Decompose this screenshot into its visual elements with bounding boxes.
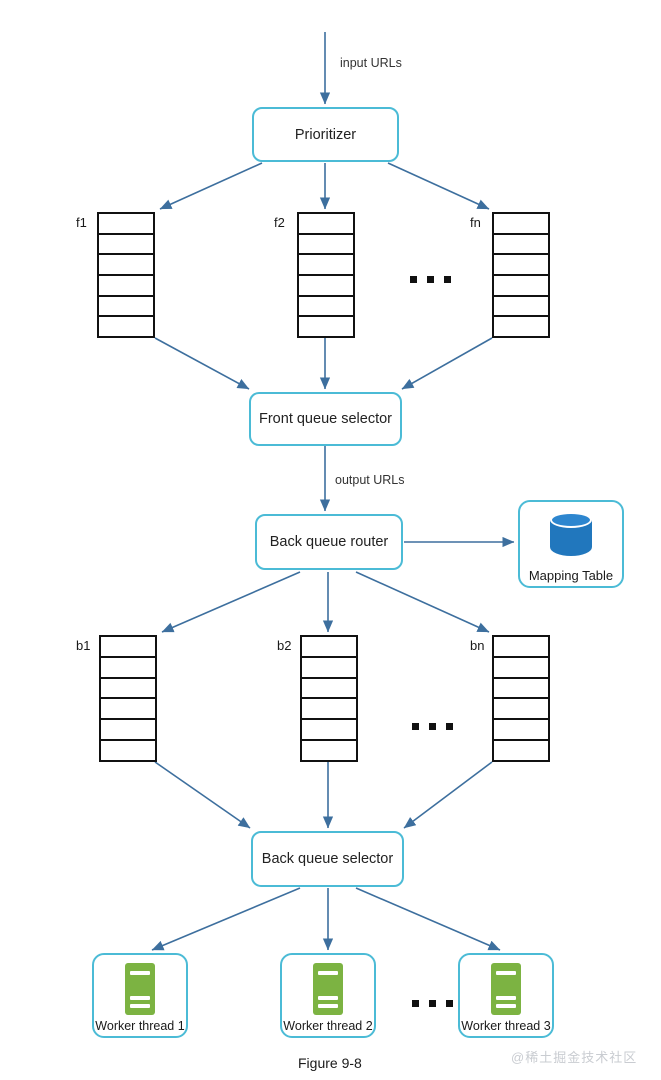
front-queue-fn[interactable] [492,212,550,338]
worker-thread-2[interactable]: Worker thread 2 [280,953,376,1038]
node-back-queue-router-label: Back queue router [269,534,389,550]
server-icon [491,963,521,1015]
arrow-router-to-b1 [161,571,301,633]
front-queue-f2[interactable] [297,212,355,338]
queue-cell [302,637,356,658]
queue-cell [302,741,356,760]
node-front-queue-selector[interactable]: Front queue selector [249,392,402,446]
node-front-queue-selector-label: Front queue selector [259,411,392,427]
node-back-queue-router[interactable]: Back queue router [255,514,403,570]
figure-caption: Figure 9-8 [298,1055,362,1071]
queue-cell [494,214,548,235]
worker-ellipsis [412,1000,453,1007]
edge-label-output-urls: output URLs [335,473,405,487]
arrow-back-selector-to-worker1 [151,887,301,951]
watermark: @稀土掘金技术社区 [511,1050,638,1065]
queue-cell [299,234,353,256]
queue-cell [99,317,153,337]
arrow-prioritizer-to-fn [387,162,490,210]
arrow-router-to-bn [355,571,490,633]
queue-cell [299,214,353,235]
worker-thread-3[interactable]: Worker thread 3 [458,953,554,1038]
queue-cell [299,255,353,277]
queue-cell [494,657,548,679]
server-icon [313,963,343,1015]
arrow-f1-to-front-selector [154,337,250,390]
queue-cell [302,720,356,742]
queue-label-b1: b1 [76,638,91,653]
queue-cell [299,276,353,297]
queue-cell [494,317,548,337]
worker-thread-2-label: Worker thread 2 [283,1019,373,1033]
arrow-b1-to-back-selector [154,761,251,829]
queue-label-fn: fn [470,215,481,230]
back-queue-b1[interactable] [99,635,157,762]
queue-cell [99,234,153,256]
front-queue-f1[interactable] [97,212,155,338]
worker-thread-1-label: Worker thread 1 [95,1019,185,1033]
queue-cell [101,741,155,760]
queue-cell [99,276,153,297]
server-icon [125,963,155,1015]
queue-cell [101,657,155,679]
queue-cell [99,255,153,277]
queue-cell [494,255,548,277]
front-queue-ellipsis [410,276,451,283]
queue-label-f2: f2 [274,215,285,230]
node-back-queue-selector[interactable]: Back queue selector [251,831,404,887]
queue-cell [302,699,356,721]
queue-cell [494,678,548,700]
worker-thread-3-label: Worker thread 3 [461,1019,551,1033]
node-back-queue-selector-label: Back queue selector [261,851,394,867]
queue-cell [99,296,153,318]
queue-label-b2: b2 [277,638,292,653]
database-icon [550,512,592,562]
arrow-fn-to-front-selector [401,337,493,390]
node-prioritizer-label: Prioritizer [294,126,357,143]
back-queue-bn[interactable] [492,635,550,762]
worker-thread-1[interactable]: Worker thread 1 [92,953,188,1038]
back-queue-ellipsis [412,723,453,730]
queue-cell [494,720,548,742]
queue-cell [101,678,155,700]
arrow-prioritizer-to-f1 [159,162,263,210]
queue-cell [101,699,155,721]
queue-cell [99,214,153,235]
queue-cell [494,234,548,256]
back-queue-b2[interactable] [300,635,358,762]
edge-label-input-urls: input URLs [340,56,402,70]
queue-cell [302,657,356,679]
arrow-bn-to-back-selector [403,761,493,829]
queue-label-bn: bn [470,638,485,653]
queue-cell [494,296,548,318]
queue-cell [494,699,548,721]
queue-cell [494,276,548,297]
queue-cell [494,637,548,658]
queue-cell [299,296,353,318]
node-mapping-table-label: Mapping Table [528,568,614,583]
queue-cell [299,317,353,337]
queue-cell [101,720,155,742]
queue-cell [494,741,548,760]
node-mapping-table[interactable]: Mapping Table [518,500,624,588]
arrow-back-selector-to-worker3 [355,887,501,951]
node-prioritizer[interactable]: Prioritizer [252,107,399,162]
queue-cell [302,678,356,700]
queue-label-f1: f1 [76,215,87,230]
queue-cell [101,637,155,658]
